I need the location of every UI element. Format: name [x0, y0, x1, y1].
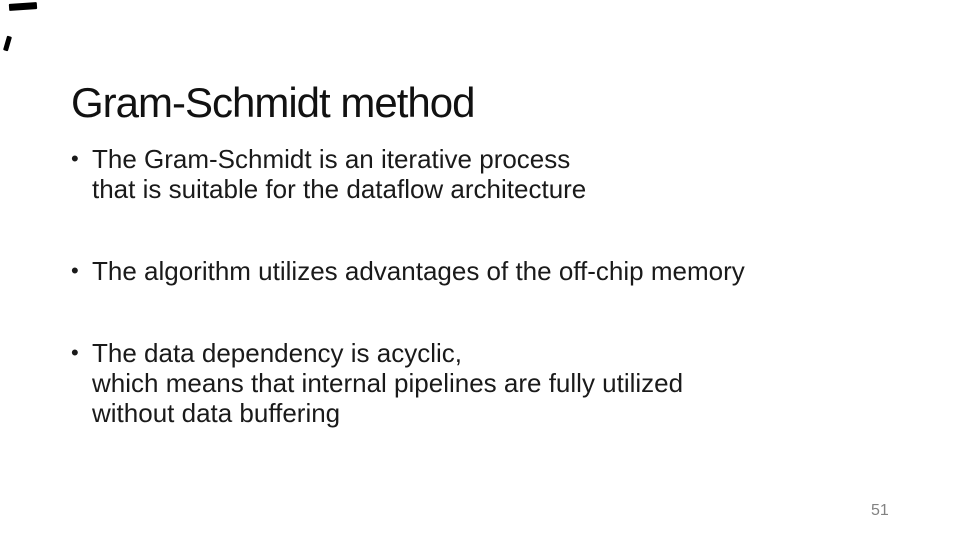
- bullet-item: • The data dependency is acyclic, which …: [71, 338, 871, 428]
- bullet-text: The algorithm utilizes advantages of the…: [92, 256, 871, 286]
- bullet-line: that is suitable for the dataflow archit…: [92, 174, 587, 204]
- slide-title: Gram-Schmidt method: [71, 79, 475, 127]
- page-number: 51: [871, 502, 889, 519]
- bullet-dot-icon: •: [71, 146, 79, 171]
- bullet-line: The algorithm utilizes advantages of the…: [92, 256, 745, 286]
- bullet-item: • The Gram-Schmidt is an iterative proce…: [71, 144, 871, 204]
- artifact-mark: [3, 35, 12, 52]
- bullet-line: without data buffering: [92, 398, 341, 428]
- bullet-list: • The Gram-Schmidt is an iterative proce…: [71, 144, 871, 428]
- bullet-line: The Gram-Schmidt is an iterative process: [92, 144, 571, 174]
- bullet-dot-icon: •: [71, 258, 79, 283]
- bullet-line: The data dependency is acyclic,: [92, 338, 462, 368]
- artifact-mark: [8, 2, 38, 11]
- bullet-item: • The algorithm utilizes advantages of t…: [71, 256, 871, 286]
- bullet-text: The data dependency is acyclic, which me…: [92, 338, 871, 428]
- bullet-text: The Gram-Schmidt is an iterative process…: [92, 144, 871, 204]
- bullet-line: which means that internal pipelines are …: [92, 368, 684, 398]
- bullet-dot-icon: •: [71, 340, 79, 365]
